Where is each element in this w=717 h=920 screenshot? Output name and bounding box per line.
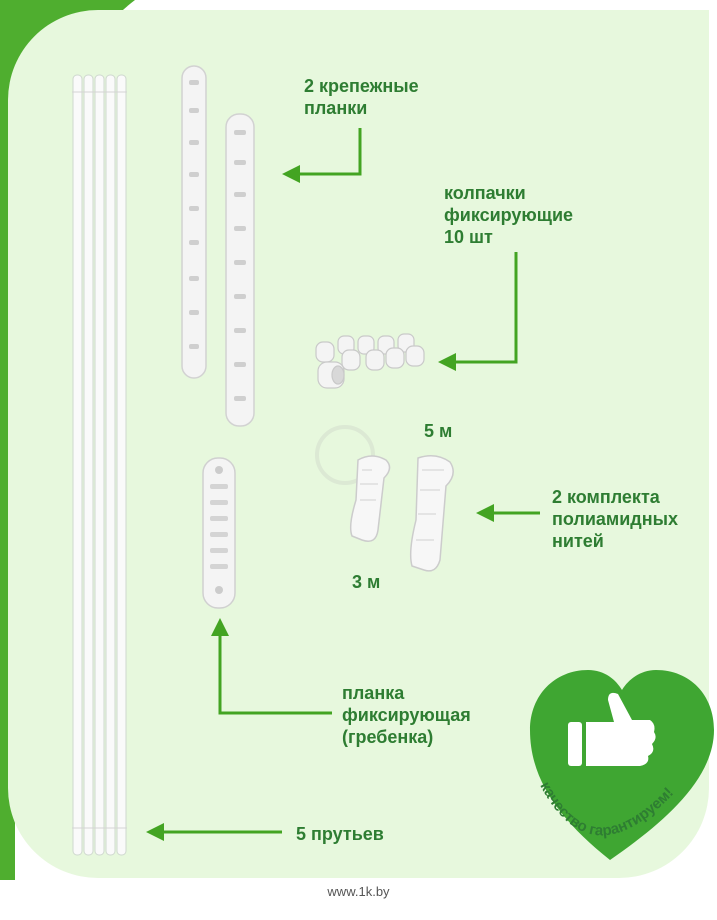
arrow-head [146, 823, 164, 841]
comb-strip-label: планка фиксирующая (гребенка) [342, 683, 471, 747]
arrow-comb [218, 632, 332, 715]
fixing-caps [315, 333, 425, 389]
watermark-logo [315, 425, 375, 485]
thumbs-up-icon [568, 692, 656, 766]
rod [105, 74, 116, 856]
arrow-mounting-strips [296, 128, 362, 176]
arrow-head [438, 353, 456, 371]
arrow-head [211, 618, 229, 636]
thread-bundle-3m [349, 455, 391, 542]
comb-strip [202, 457, 236, 609]
site-watermark: www.1k.by [327, 884, 390, 899]
rod [83, 74, 94, 856]
content-panel-corner [600, 10, 709, 210]
quality-heart-badge [530, 670, 714, 860]
arrow-caps [452, 252, 518, 364]
caps-label: колпачки фиксирующие 10 шт [444, 183, 574, 247]
rod [72, 74, 83, 856]
threads-label: 2 комплекта полиамидных нитей [552, 487, 678, 551]
rod [116, 74, 127, 856]
arrow-head [282, 165, 300, 183]
mounting-strips-label: 2 крепежные планки [304, 76, 419, 118]
mounting-strip [225, 113, 255, 427]
arrow-head [476, 504, 494, 522]
rods-label: 5 прутьев [296, 824, 384, 844]
mounting-strip [181, 65, 207, 379]
rod [94, 74, 105, 856]
length-5m-label: 5 м [424, 421, 453, 441]
length-3m-label: 3 м [352, 572, 381, 592]
thread-bundle-5m [409, 455, 454, 572]
rods-bundle [72, 74, 127, 856]
